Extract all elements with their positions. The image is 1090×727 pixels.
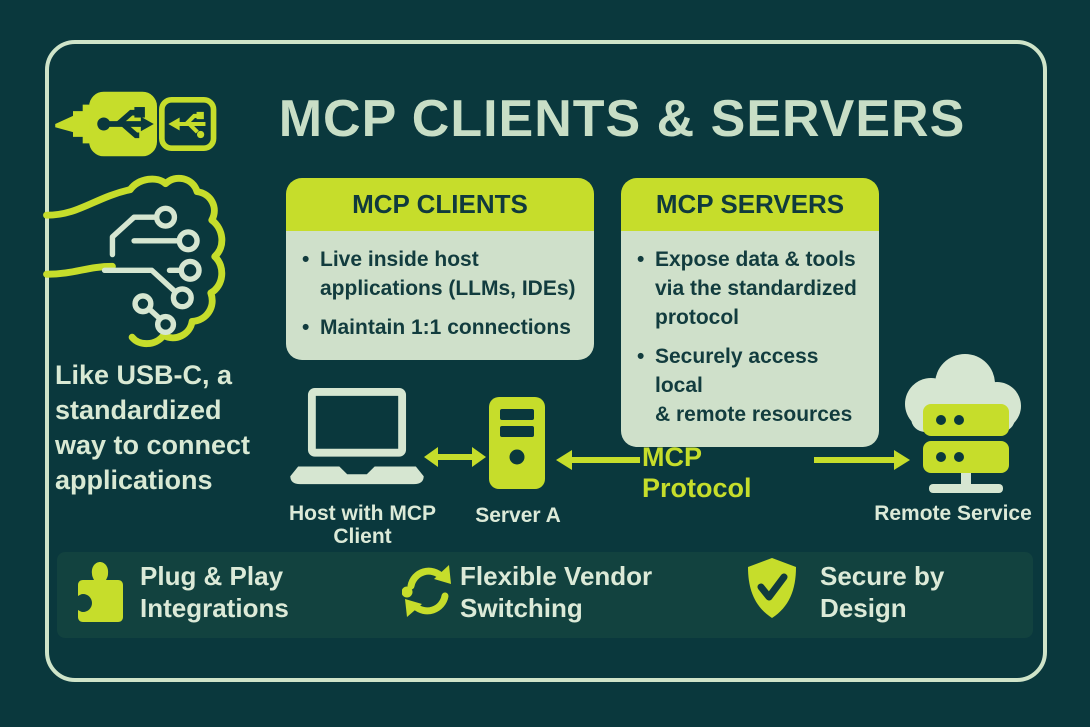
double-arrow-icon — [424, 447, 486, 467]
mcp-clients-card: MCP CLIENTS Live inside host application… — [286, 178, 594, 360]
mcp-servers-card-header: MCP SERVERS — [621, 178, 879, 231]
server-a-label: Server A — [475, 504, 561, 527]
feature-secure-design-label: Secure by Design — [820, 561, 945, 623]
server-tower-icon — [489, 397, 545, 489]
features-band — [57, 552, 1033, 638]
mcp-clients-card-header: MCP CLIENTS — [286, 178, 594, 231]
usb-plug-icon — [55, 91, 217, 157]
feature-plug-play-label: Plug & Play Integrations — [140, 561, 289, 623]
laptop-icon — [290, 388, 424, 485]
client-bullet: Maintain 1:1 connections — [302, 313, 578, 342]
mcp-servers-card-body: Expose data & tools via the standardized… — [621, 231, 879, 447]
host-label: Host with MCP Client — [289, 502, 436, 548]
page-title: MCP CLIENTS & SERVERS — [278, 90, 966, 148]
protocol-arrow-left-icon — [556, 450, 640, 470]
refresh-icon — [402, 565, 451, 617]
server-bullet: Expose data & tools via the standardized… — [637, 245, 863, 332]
shield-check-icon — [748, 558, 796, 618]
tagline-text: Like USB-C, a standardized way to connec… — [55, 360, 251, 495]
mcp-clients-card-body: Live inside host applications (LLMs, IDE… — [286, 231, 594, 360]
border-frame — [45, 40, 1047, 682]
server-bullet: Securely access local & remote resources — [637, 342, 863, 429]
puzzle-icon — [78, 562, 123, 622]
protocol-label: MCP Protocol — [642, 442, 752, 503]
remote-service-label: Remote Service — [874, 502, 1032, 525]
client-bullet: Live inside host applications (LLMs, IDE… — [302, 245, 578, 303]
feature-vendor-switching-label: Flexible Vendor Switching — [460, 561, 653, 623]
cloud-server-icon — [905, 354, 1021, 493]
protocol-arrow-right-icon — [814, 450, 910, 470]
brain-circuit-icon — [43, 174, 226, 348]
mcp-servers-card: MCP SERVERS Expose data & tools via the … — [621, 178, 879, 447]
